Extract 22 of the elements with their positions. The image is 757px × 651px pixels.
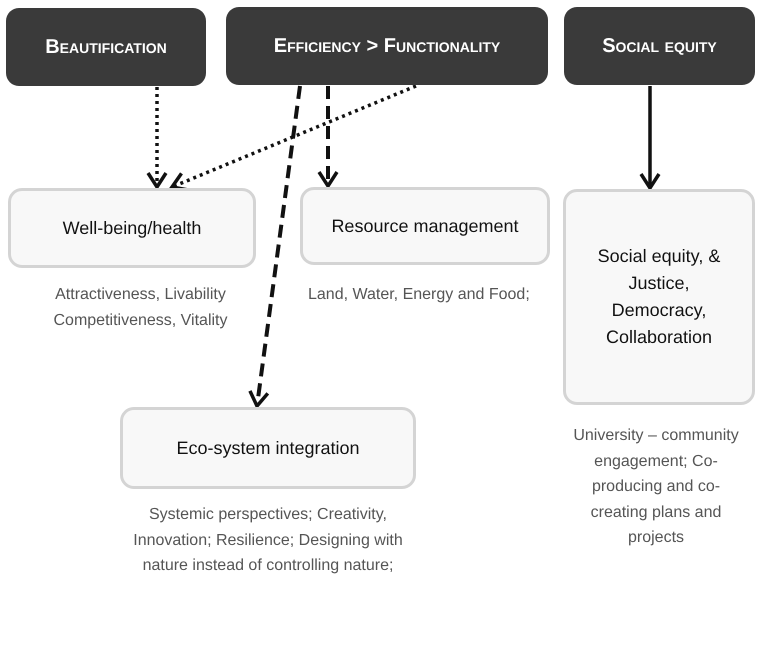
topic-box <box>8 188 256 268</box>
description-text: University – community engagement; Co-producing and co-creating plans and projects <box>572 426 740 548</box>
description-text: Land, Water, Energy and Food; <box>308 285 531 305</box>
node-label: Eco-system integration <box>176 436 360 460</box>
description-text: Attractiveness, Livability Competitiveness, Vitality <box>52 285 228 331</box>
node-label: Resource management <box>331 214 519 238</box>
category-header-box <box>564 7 755 85</box>
category-header-box <box>6 8 206 86</box>
arrow <box>317 86 339 188</box>
topic-box <box>300 187 550 265</box>
node-label: Social equity <box>602 34 717 58</box>
description-text: Systemic perspectives; Creativity, Innovation; Resilience; Designing with nature instead of controlling nature; <box>132 505 404 576</box>
arrow <box>146 87 168 189</box>
arrow <box>639 86 661 190</box>
node-label: Social equity, & Justice, Democracy, Collaboration <box>596 245 722 349</box>
node-label: Efficiency > Functionality <box>274 34 500 58</box>
topic-box <box>120 407 416 489</box>
category-header-box <box>226 7 548 85</box>
topic-box <box>563 189 755 405</box>
node-label: Well-being/health <box>62 216 202 240</box>
node-label: Beautification <box>45 36 167 58</box>
arrow <box>248 86 302 408</box>
